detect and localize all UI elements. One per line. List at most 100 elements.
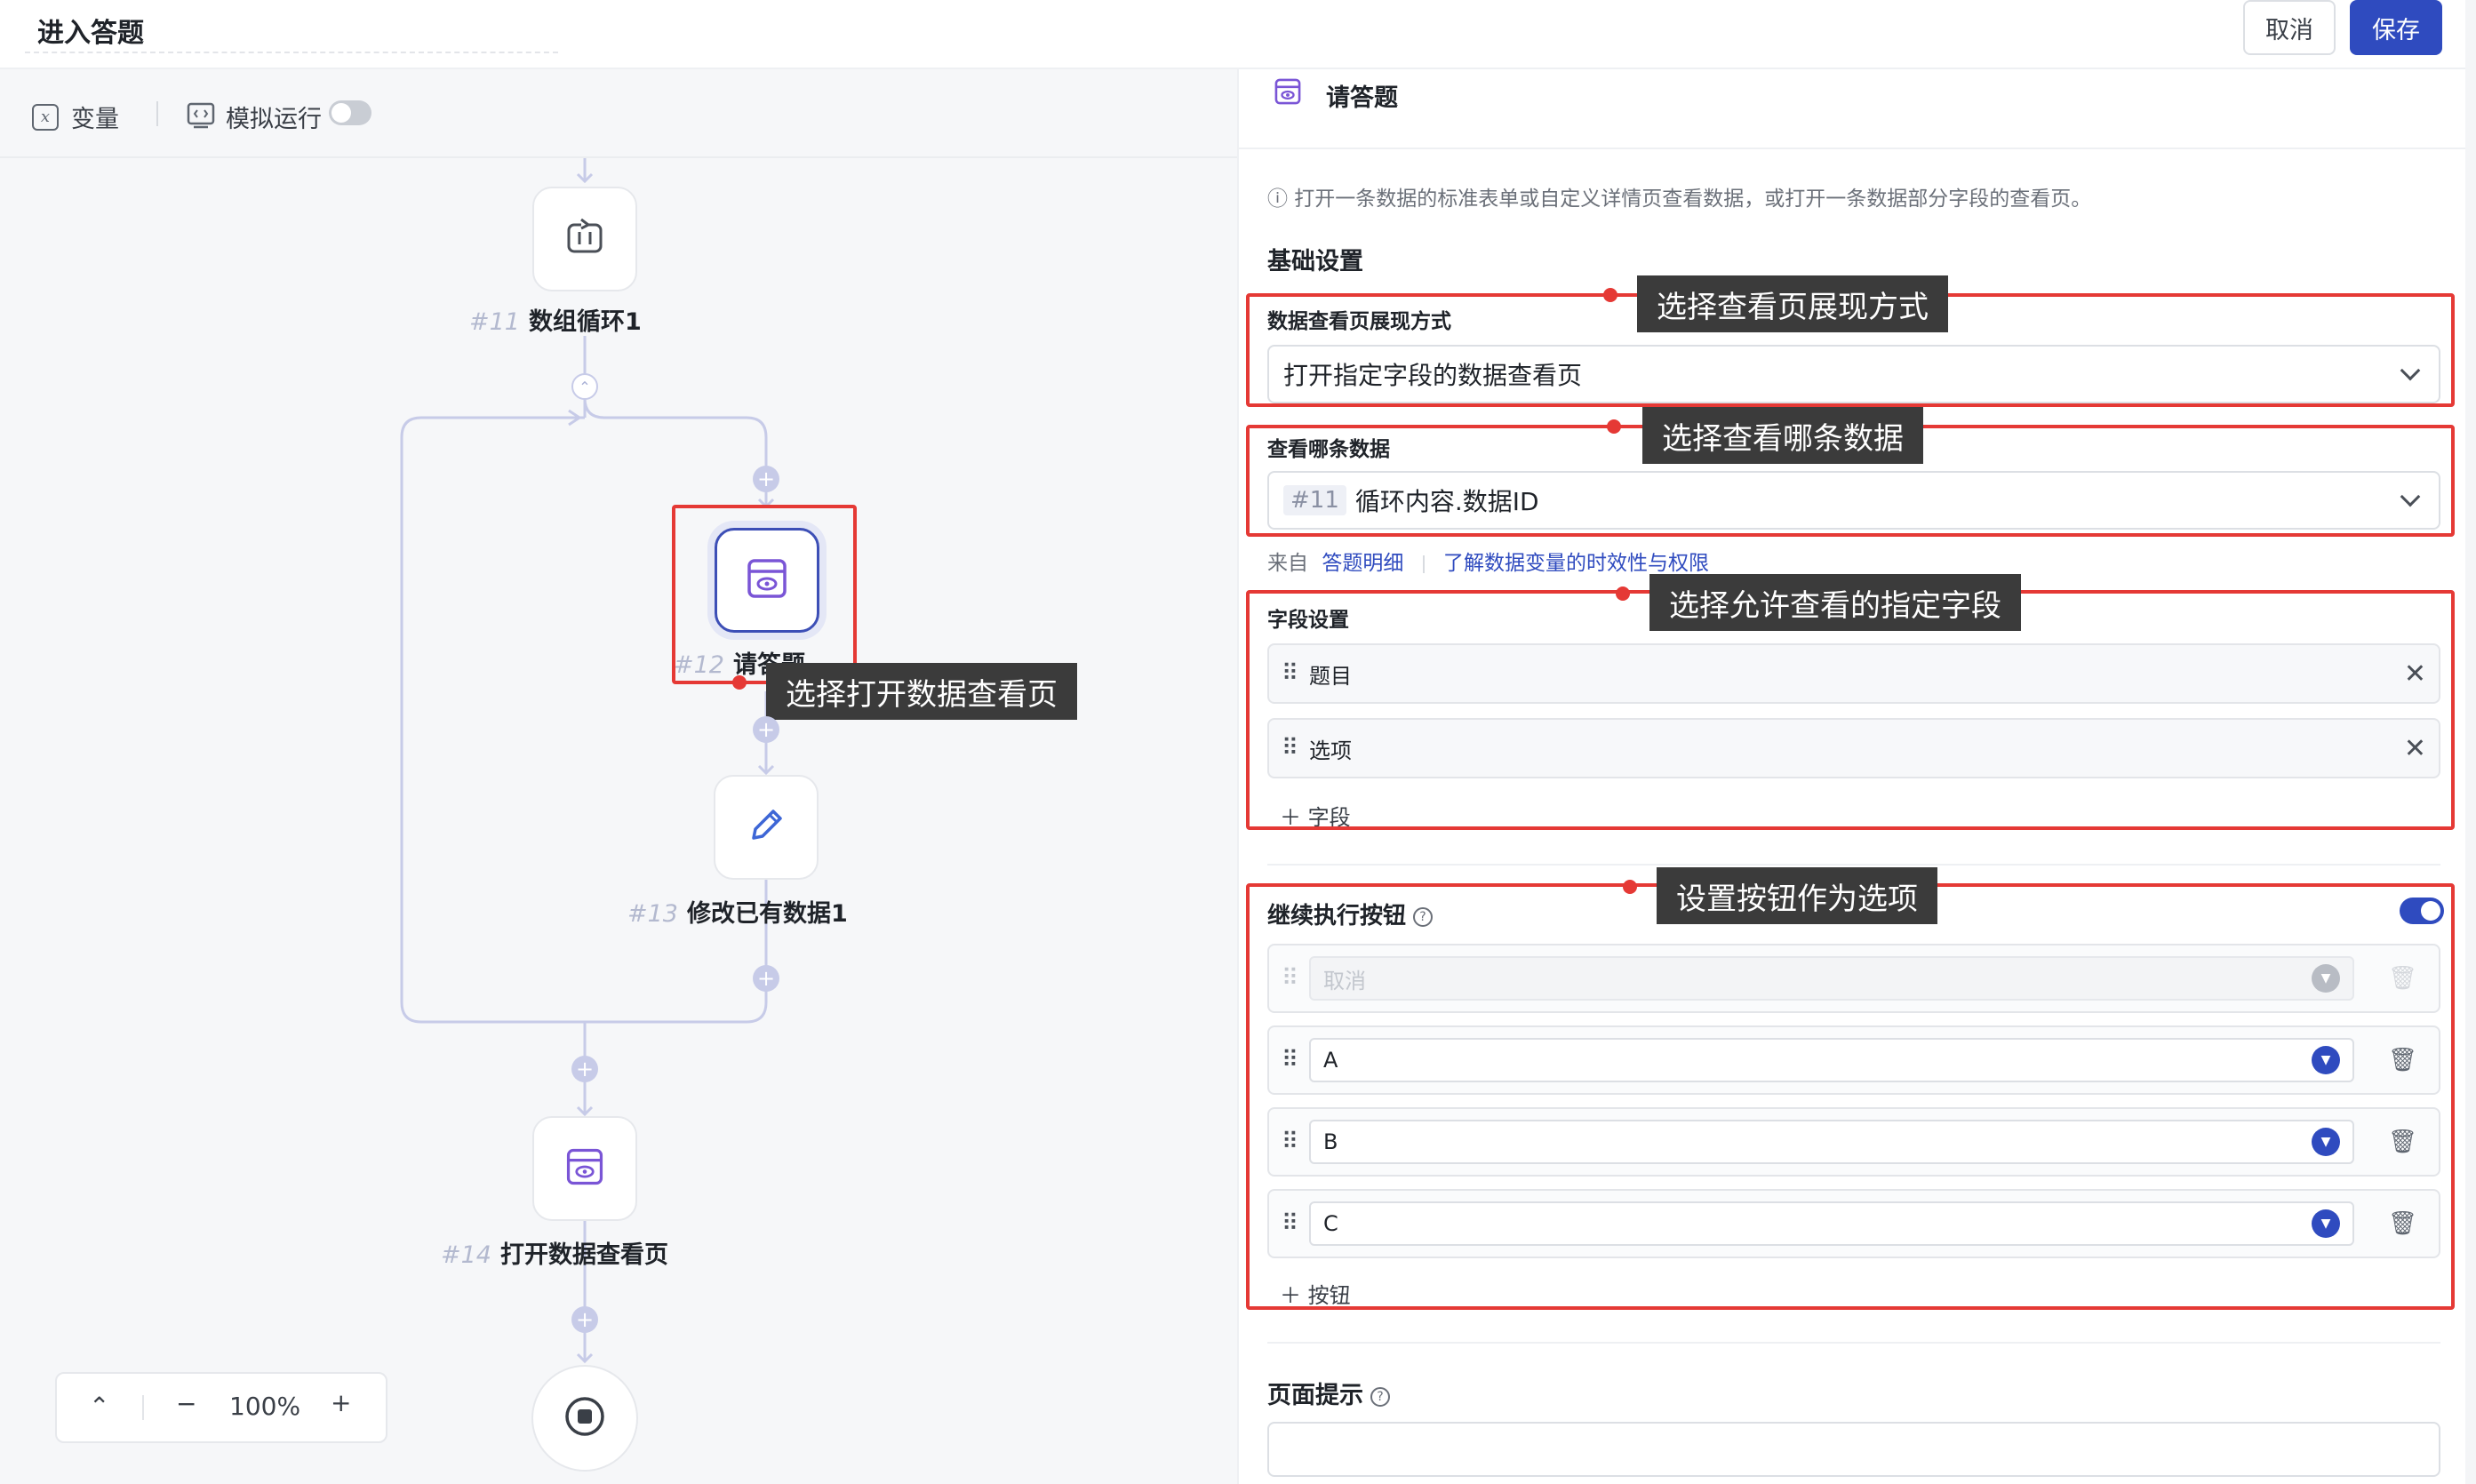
source-prefix: 来自 bbox=[1267, 552, 1308, 575]
page-hint-text: 页面提示 bbox=[1267, 1382, 1363, 1409]
add-button-button[interactable]: ＋ 按钮 bbox=[1280, 1283, 1351, 1308]
save-button[interactable]: 保存 bbox=[2350, 0, 2442, 55]
drag-handle-icon[interactable]: ⠿ bbox=[1282, 735, 1298, 762]
page-hint-input[interactable] bbox=[1267, 1422, 2440, 1477]
display-mode-label: 数据查看页展现方式 bbox=[1267, 310, 1451, 333]
node-number: #11 bbox=[469, 308, 520, 336]
add-node-button[interactable]: + bbox=[753, 466, 779, 492]
add-field-button[interactable]: ＋ 字段 bbox=[1280, 805, 1351, 830]
close-icon[interactable]: ✕ bbox=[2403, 658, 2426, 690]
help-icon[interactable]: ? bbox=[1370, 1386, 1390, 1407]
node-number: #13 bbox=[627, 900, 678, 928]
annotation-dot bbox=[1603, 288, 1617, 302]
node-name: 修改已有数据1 bbox=[686, 900, 848, 928]
section-divider bbox=[1267, 1342, 2440, 1344]
which-data-tag: #11 bbox=[1283, 485, 1346, 515]
field-row[interactable]: ⠿ 选项 ✕ bbox=[1267, 718, 2440, 778]
continue-buttons-text: 继续执行按钮 bbox=[1267, 903, 1407, 929]
learn-more-link[interactable]: 了解数据变量的时效性与权限 bbox=[1442, 552, 1709, 575]
stop-icon bbox=[563, 1395, 606, 1441]
color-dropdown-icon: ▼ bbox=[2312, 964, 2341, 993]
annotation-callout-which-data: 选择查看哪条数据 bbox=[1642, 407, 1923, 464]
source-link[interactable]: 答题明细 bbox=[1322, 552, 1404, 575]
pencil-icon bbox=[745, 804, 787, 850]
which-data-label: 查看哪条数据 bbox=[1267, 438, 1390, 461]
button-label: B bbox=[1323, 1129, 1338, 1154]
flow-node-13[interactable] bbox=[714, 775, 819, 880]
which-data-select[interactable]: #11 循环内容.数据ID bbox=[1267, 471, 2440, 530]
page-scrollbar[interactable] bbox=[2465, 0, 2476, 1484]
zoom-out-button[interactable]: − bbox=[176, 1389, 197, 1418]
button-label: C bbox=[1323, 1211, 1338, 1236]
button-label-input[interactable]: A ▼ bbox=[1309, 1038, 2355, 1082]
color-dropdown-icon[interactable]: ▼ bbox=[2312, 1209, 2341, 1238]
button-label: A bbox=[1323, 1048, 1338, 1073]
zoom-in-button[interactable]: + bbox=[331, 1388, 352, 1417]
annotation-dot bbox=[1607, 419, 1621, 434]
display-mode-select[interactable]: 打开指定字段的数据查看页 bbox=[1267, 345, 2440, 403]
continue-buttons-toggle[interactable] bbox=[2400, 898, 2444, 924]
trash-icon[interactable]: 🗑 bbox=[2388, 1210, 2418, 1237]
toolbar-divider bbox=[156, 101, 158, 126]
button-label: 取消 bbox=[1323, 968, 1367, 993]
canvas-toolbar bbox=[0, 69, 1237, 158]
annotation-box-buttons bbox=[1246, 883, 2455, 1310]
flow-canvas[interactable] bbox=[0, 69, 1237, 1484]
loop-icon bbox=[563, 216, 606, 262]
annotation-callout-node: 选择打开数据查看页 bbox=[766, 663, 1077, 720]
button-row[interactable]: ⠿ C ▼ 🗑 bbox=[1267, 1189, 2440, 1258]
add-node-button[interactable]: + bbox=[571, 1056, 598, 1082]
flow-node-14[interactable] bbox=[532, 1116, 637, 1221]
annotation-dot bbox=[1616, 586, 1630, 601]
annotation-callout-display-mode: 选择查看页展现方式 bbox=[1637, 275, 1948, 332]
help-icon[interactable]: ? bbox=[1413, 906, 1434, 927]
trash-icon[interactable]: 🗑 bbox=[2388, 1047, 2418, 1073]
add-node-button[interactable]: + bbox=[753, 965, 779, 992]
button-row[interactable]: ⠿ A ▼ 🗑 bbox=[1267, 1025, 2440, 1095]
flow-node-12[interactable] bbox=[715, 528, 819, 633]
flow-end-node[interactable] bbox=[531, 1365, 638, 1472]
flow-node-11[interactable] bbox=[532, 187, 637, 291]
node-number: #14 bbox=[441, 1241, 491, 1269]
simulate-run-button[interactable]: 模拟运行 bbox=[187, 100, 322, 134]
panel-hint: ⓘ 打开一条数据的标准表单或自定义详情页查看数据，或打开一条数据部分字段的查看页… bbox=[1267, 187, 2092, 211]
flow-node-13-label: #13 修改已有数据1 bbox=[627, 894, 848, 929]
cancel-button[interactable]: 取消 bbox=[2243, 0, 2336, 55]
field-name: 选项 bbox=[1309, 738, 1353, 763]
zoom-level: 100% bbox=[229, 1392, 301, 1421]
which-data-value: 循环内容.数据ID bbox=[1354, 487, 1539, 516]
button-label-input[interactable]: B ▼ bbox=[1309, 1120, 2355, 1164]
drag-handle-icon[interactable]: ⠿ bbox=[1282, 1047, 1298, 1073]
section-divider bbox=[1267, 864, 2440, 866]
zoom-up-button[interactable]: ⌃ bbox=[89, 1392, 110, 1421]
color-dropdown-icon[interactable]: ▼ bbox=[2312, 1046, 2341, 1074]
field-row[interactable]: ⠿ 题目 ✕ bbox=[1267, 643, 2440, 704]
drag-handle-icon[interactable]: ⠿ bbox=[1282, 1210, 1298, 1237]
display-mode-value: 打开指定字段的数据查看页 bbox=[1283, 361, 1583, 390]
close-icon[interactable]: ✕ bbox=[2403, 732, 2426, 764]
button-label-input[interactable]: C ▼ bbox=[1309, 1201, 2355, 1246]
add-node-button[interactable]: + bbox=[571, 1306, 598, 1333]
simulate-run-toggle[interactable] bbox=[329, 100, 371, 125]
collapse-loop-button[interactable]: ⌃ bbox=[571, 373, 598, 400]
data-source-line: 来自 答题明细 了解数据变量的时效性与权限 bbox=[1267, 546, 1709, 576]
color-dropdown-icon[interactable]: ▼ bbox=[2312, 1128, 2341, 1156]
add-node-button[interactable]: + bbox=[753, 716, 779, 743]
button-row[interactable]: ⠿ B ▼ 🗑 bbox=[1267, 1107, 2440, 1177]
variables-button[interactable]: x 变量 bbox=[32, 100, 119, 134]
button-row[interactable]: ⠿ 取消 ▼ 🗑 bbox=[1267, 944, 2440, 1013]
variable-x-icon: x bbox=[32, 103, 59, 131]
fields-label: 字段设置 bbox=[1267, 609, 1349, 632]
view-page-icon bbox=[744, 555, 790, 605]
drag-handle-icon: ⠿ bbox=[1282, 965, 1298, 992]
drag-handle-icon[interactable]: ⠿ bbox=[1282, 660, 1298, 687]
view-page-icon bbox=[563, 1145, 606, 1192]
trash-icon[interactable]: 🗑 bbox=[2388, 1129, 2418, 1155]
button-label-input: 取消 ▼ bbox=[1309, 956, 2355, 1001]
drag-handle-icon[interactable]: ⠿ bbox=[1282, 1129, 1298, 1155]
panel-header-divider bbox=[1239, 148, 2465, 149]
simulate-run-label: 模拟运行 bbox=[226, 106, 322, 133]
page-hint-label: 页面提示? bbox=[1267, 1376, 1390, 1410]
